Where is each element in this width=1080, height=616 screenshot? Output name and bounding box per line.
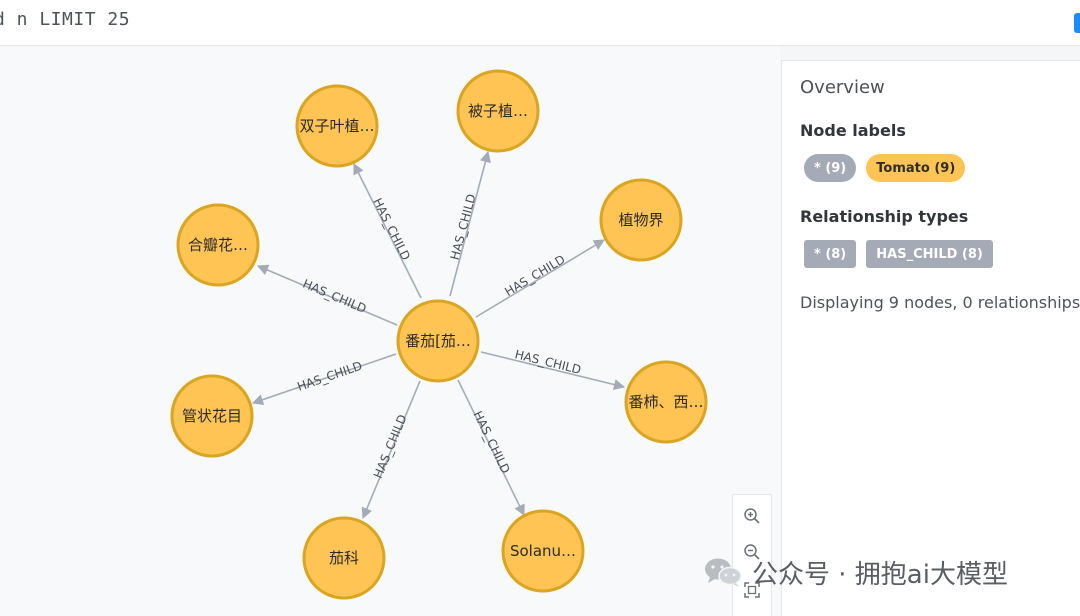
relationship-types-heading: Relationship types [800,207,969,226]
relationship-label: HAS_CHILD [295,359,364,394]
node-label: 被子植… [468,102,528,120]
node-label: 管状花目 [182,407,242,425]
relationship-label: HAS_CHILD [448,192,479,261]
node-label: 合瓣花… [188,236,248,254]
graph-node[interactable]: 茄科 [302,516,386,600]
overview-title: Overview [800,77,885,98]
relationship-5[interactable]: HAS_CHILD [361,380,421,520]
query-text[interactable]: d n LIMIT 25 [0,9,131,30]
query-bar[interactable]: d n LIMIT 25 [0,0,1080,46]
graph-nodes: 番茄[茄… 双子叶植… 被子植… 植物界 番柿、西… Solanu… [170,69,708,600]
node-label: 茄科 [329,549,359,567]
wechat-icon [705,558,742,587]
overview-panel: Overview Node labels * (9) Tomato (9) Re… [781,60,1080,616]
zoom-in-button[interactable] [733,499,771,533]
graph-view[interactable]: HAS_CHILD HAS_CHILD HAS_CHILD HAS_CHILD … [0,46,780,616]
relationship-label: HAS_CHILD [370,196,413,263]
graph-node[interactable]: 双子叶植… [295,84,379,168]
relationship-type-pill-all[interactable]: * (8) [804,240,857,268]
zoom-out-button[interactable] [733,535,771,569]
relationship-types-list: * (8) HAS_CHILD (8) [804,240,993,268]
graph-node[interactable]: 被子植… [456,69,540,153]
node-label-pill-all[interactable]: * (9) [804,154,857,182]
relationship-label: HAS_CHILD [371,413,410,481]
fit-to-screen-icon [744,582,760,598]
watermark: 公众号 · 拥抱ai大模型 [702,554,1008,590]
zoom-in-icon [744,508,760,524]
relationship-label: HAS_CHILD [513,347,582,377]
graph-node[interactable]: 番柿、西… [624,360,708,444]
zoom-controls [732,494,772,616]
graph-canvas[interactable]: HAS_CHILD HAS_CHILD HAS_CHILD HAS_CHILD … [0,46,780,616]
node-label: 番茄[茄… [405,332,471,350]
node-label: 番柿、西… [628,393,703,411]
watermark-text: 公众号 · 拥抱ai大模型 [752,559,1008,590]
node-labels-heading: Node labels [800,121,906,140]
zoom-out-icon [744,544,760,560]
graph-node[interactable]: 植物界 [599,178,683,262]
relationship-label: HAS_CHILD [301,277,369,316]
node-labels-list: * (9) Tomato (9) [804,154,966,182]
relationship-0[interactable]: HAS_CHILD [353,162,422,299]
graph-node[interactable]: 合瓣花… [176,203,260,287]
display-status: Displaying 9 nodes, 0 relationships. [800,293,1080,312]
relationship-type-pill-has-child[interactable]: HAS_CHILD (8) [866,240,993,268]
relationship-1[interactable]: HAS_CHILD [448,150,491,297]
relationship-label: HAS_CHILD [502,252,567,299]
relationship-6[interactable]: HAS_CHILD [251,353,397,406]
graph-node[interactable]: Solanu… [501,509,585,593]
fit-to-screen-button[interactable] [733,573,771,607]
graph-node[interactable]: 管状花目 [170,374,254,458]
node-label: 植物界 [618,211,663,229]
run-button-edge[interactable] [1074,13,1080,33]
relationship-4[interactable]: HAS_CHILD [457,379,525,517]
node-label: 双子叶植… [299,117,374,135]
relationship-7[interactable]: HAS_CHILD [256,264,398,326]
graph-node-center[interactable]: 番茄[茄… [396,299,480,383]
node-label-pill-tomato[interactable]: Tomato (9) [866,154,966,182]
relationship-label: HAS_CHILD [470,409,512,476]
relationship-3[interactable]: HAS_CHILD [480,347,626,391]
relationship-2[interactable]: HAS_CHILD [475,239,605,318]
node-label: Solanu… [510,542,576,560]
